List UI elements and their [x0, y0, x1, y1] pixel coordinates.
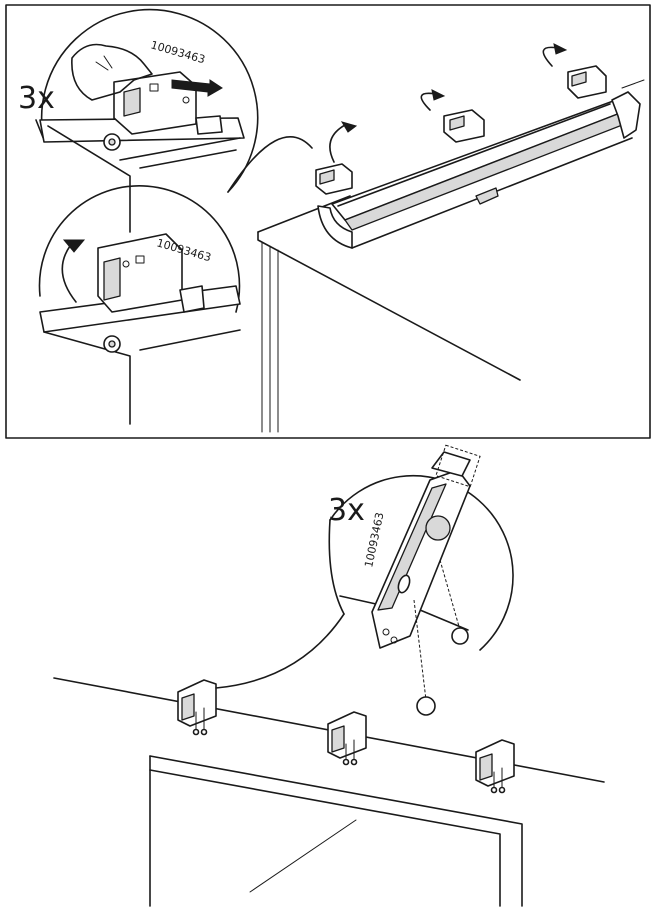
rail-bracket-middle	[420, 89, 485, 143]
detail-circle-tilt: 10093463	[38, 185, 241, 425]
rail-bracket-right	[542, 43, 607, 99]
top-panel-frame	[5, 4, 651, 439]
detail-circle-wall-bracket: 10093463	[215, 444, 514, 716]
part-number-bottom: 10093463	[362, 511, 386, 568]
rail-bracket-left	[315, 121, 358, 195]
detail-circle-slide: 10093463	[35, 8, 313, 233]
part-number-upper: 10093463	[149, 38, 206, 66]
bottom-step: 10093463 3x	[53, 444, 605, 907]
rail-assembly	[317, 91, 641, 249]
wall-bracket-left	[177, 679, 217, 736]
top-step-panel: 10093463 10093463 3x	[5, 4, 651, 439]
quantity-label-bottom: 3x	[328, 493, 365, 528]
window-frame	[149, 755, 523, 907]
wall-bracket-middle	[327, 711, 367, 766]
quantity-label-top: 3x	[18, 81, 55, 116]
wall-bracket-right	[475, 739, 515, 794]
table-edge-right	[257, 79, 645, 433]
